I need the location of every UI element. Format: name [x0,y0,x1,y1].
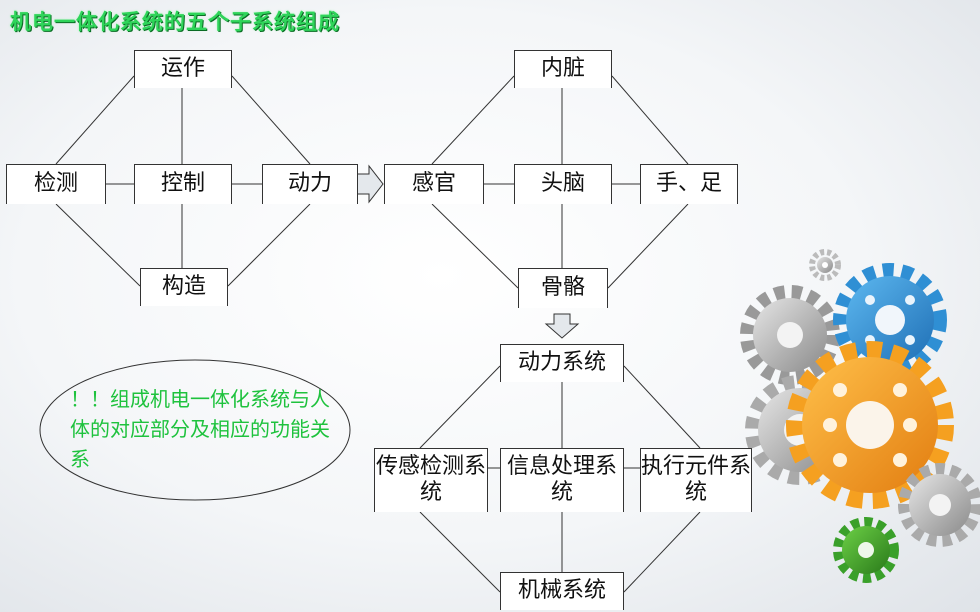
page-title: 机电一体化系统的五个子系统组成 [10,9,340,34]
node-structure: 构造 [140,268,228,306]
gray-gear-right-icon [898,463,980,547]
orange-gear-icon [786,341,954,509]
right-arrow-icon [356,164,384,204]
node-power-system: 动力系统 [500,344,624,382]
node-brain: 头脑 [514,164,612,204]
note-text: ！！组成机电一体化系统与人体的对应部分及相应的功能关系 [70,387,330,471]
node-sensing-system: 传感检测系统 [374,448,488,512]
node-viscera: 内脏 [514,50,612,88]
node-mechanical-system: 机械系统 [500,572,624,610]
system-connectors [419,365,701,593]
note-ellipse [39,359,351,501]
node-hands-feet: 手、足 [640,164,738,204]
node-info-processing-system: 信息处理系统 [500,448,624,512]
node-operation: 运作 [134,50,232,88]
node-skeleton: 骨骼 [518,268,608,308]
gray-gear-small-icon [809,249,841,281]
right-connectors [431,75,689,289]
green-gear-icon [833,517,899,583]
down-arrow-icon [544,313,580,339]
gears-decoration [740,249,980,583]
left-connectors [55,75,311,287]
node-detection: 检测 [6,164,106,204]
node-senses: 感官 [384,164,484,204]
node-power: 动力 [262,164,358,204]
node-actuator-system: 执行元件系统 [640,448,752,512]
node-control: 控制 [134,164,232,204]
gray-gear-left-icon [740,285,840,385]
